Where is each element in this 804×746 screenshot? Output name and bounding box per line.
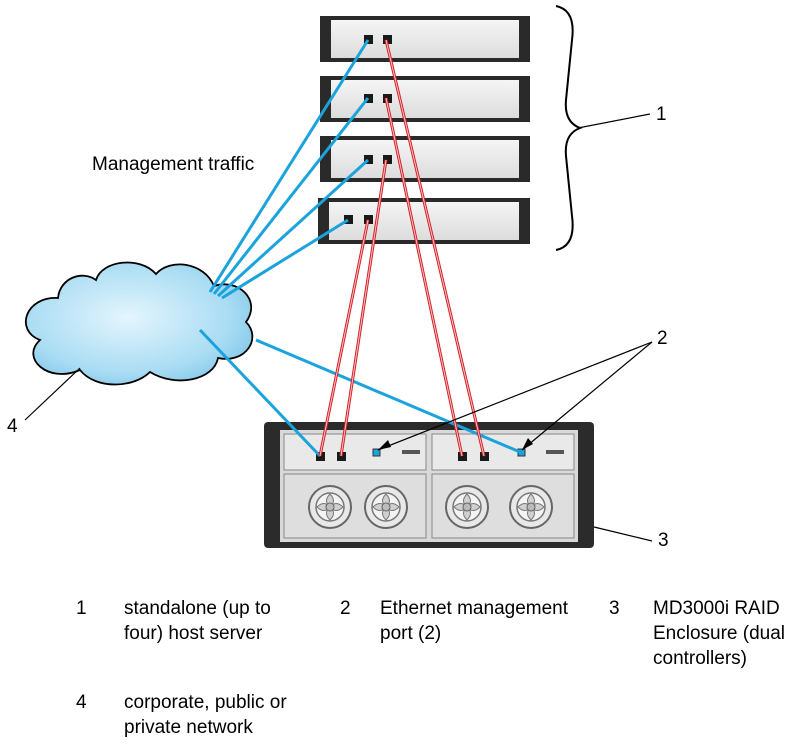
diagram-canvas bbox=[24, 5, 653, 548]
host-server-2 bbox=[320, 76, 530, 122]
management-cables bbox=[198, 39, 521, 458]
legend-text-2: Ethernet management port (2) bbox=[380, 598, 569, 644]
server-group-brace bbox=[555, 5, 583, 251]
legend-number-1: 1 bbox=[76, 598, 87, 619]
callout-2: 2 bbox=[657, 328, 668, 349]
host-server-1 bbox=[320, 16, 530, 62]
callout-line-3 bbox=[593, 526, 653, 542]
callout-1: 1 bbox=[656, 104, 667, 125]
callout-line-2b bbox=[521, 341, 653, 451]
legend-text-4: corporate, public or private network bbox=[124, 692, 287, 738]
legend-number-2: 2 bbox=[340, 598, 351, 619]
callout-line-4 bbox=[24, 367, 81, 421]
callout-arrow-2b bbox=[522, 438, 533, 450]
legend-number-3: 3 bbox=[609, 598, 620, 619]
network-cloud bbox=[24, 261, 254, 386]
legend-number-4: 4 bbox=[76, 692, 87, 713]
controller-cables-inner bbox=[319, 39, 485, 457]
legend-text-3: MD3000i RAID Enclosure (dual controllers… bbox=[653, 598, 786, 669]
legend-text-1: standalone (up to four) host server bbox=[124, 598, 271, 644]
callout-arrow-2a bbox=[378, 440, 391, 450]
callout-line-2a bbox=[377, 341, 653, 451]
callout-3: 3 bbox=[658, 530, 669, 551]
management-traffic-label: Management traffic bbox=[92, 154, 255, 175]
raid-enclosure bbox=[264, 422, 594, 548]
callout-line-1 bbox=[577, 113, 651, 129]
host-server-3 bbox=[320, 136, 530, 182]
callout-4: 4 bbox=[7, 416, 18, 437]
